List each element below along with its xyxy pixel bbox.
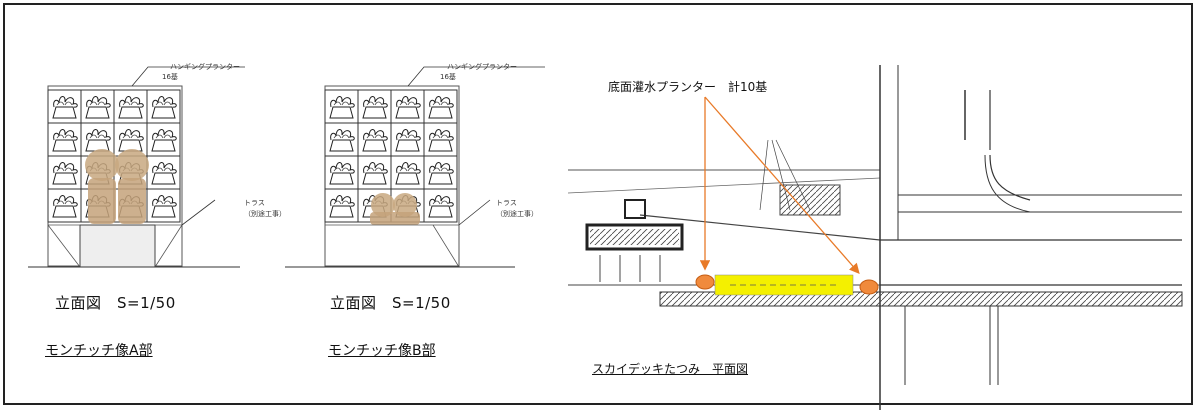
- elevation-a-planter-count: 16基: [162, 73, 178, 81]
- elevation-b-truss-label: トラス: [496, 199, 517, 207]
- statue-b: [370, 193, 420, 225]
- elevation-a-title: 立面図 S=1/50: [55, 294, 176, 312]
- elevation-b-title: 立面図 S=1/50: [330, 294, 451, 312]
- drawing-frame: [3, 3, 1193, 405]
- elevation-a-truss-label: トラス: [244, 199, 265, 207]
- elevation-b-drawing: [285, 66, 545, 268]
- planter-marker-left: [695, 274, 715, 290]
- elevation-b-part-label: モンチッチ像B部: [328, 343, 436, 359]
- planter-callout: 底面灌水プランター 計10基: [608, 80, 768, 94]
- callout-arrow-right: [704, 96, 860, 274]
- statue-a: [85, 149, 149, 224]
- elevation-a-drawing: [28, 66, 245, 268]
- elevation-a-planter-label: ハンギングプランター: [170, 63, 240, 71]
- elevation-b-planter-count: 16基: [440, 73, 456, 81]
- elevation-b-planter-label: ハンギングプランター: [447, 63, 517, 71]
- elevation-a-part-label: モンチッチ像A部: [45, 343, 153, 359]
- planter-marker-right: [859, 279, 879, 295]
- elevation-a-truss-note: （別途工事）: [244, 210, 286, 218]
- plan-title: スカイデッキたつみ 平面図: [592, 362, 749, 376]
- plan-view-drawing: [567, 65, 1183, 410]
- elevation-b-truss-note: （別途工事）: [496, 210, 538, 218]
